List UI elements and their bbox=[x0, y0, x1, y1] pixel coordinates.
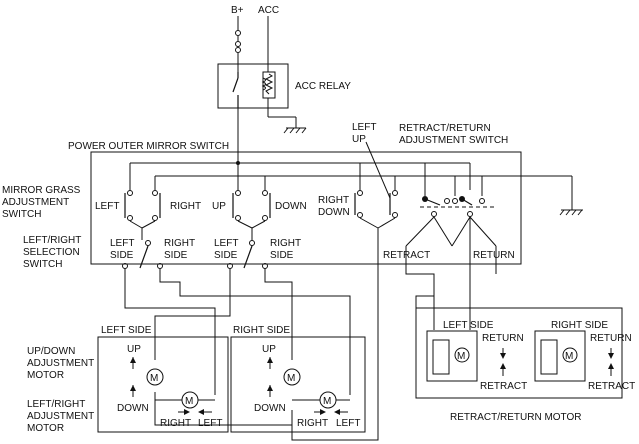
sel-b-left-1: LEFT bbox=[214, 238, 238, 249]
retract-retract-r-head bbox=[608, 363, 614, 369]
selection-label-2: SELECTION bbox=[23, 247, 80, 258]
switch-return-label: RETURN bbox=[473, 250, 515, 261]
left-right-label: RIGHT bbox=[160, 418, 191, 429]
up-down-contacts bbox=[232, 163, 271, 229]
sel-a-left-2: SIDE bbox=[110, 250, 134, 261]
retract-retract-r: RETRACT bbox=[588, 381, 635, 392]
right-left-label: LEFT bbox=[336, 418, 360, 429]
contact-right-down-1: RIGHT bbox=[318, 195, 349, 206]
left-motors-title: LEFT SIDE bbox=[101, 325, 152, 336]
right-updown-motor-m: M bbox=[287, 373, 295, 384]
retract-switch-label-1: RETRACT/RETURN bbox=[399, 123, 491, 134]
sel-b-right-1: RIGHT bbox=[270, 238, 301, 249]
retract-right-motor bbox=[562, 347, 578, 363]
left-up-label: UP bbox=[127, 344, 141, 355]
right-right-arrow-head bbox=[320, 409, 326, 415]
bplus-line bbox=[235, 16, 241, 72]
contact-down: DOWN bbox=[275, 201, 307, 212]
selection-label: LEFT/RIGHT bbox=[23, 235, 81, 246]
retract-return-r-head bbox=[608, 353, 614, 359]
retract-left-box bbox=[426, 330, 478, 382]
right-updown-motor bbox=[283, 368, 301, 386]
switch-box-frame bbox=[90, 151, 522, 265]
left-left-arrow-head bbox=[198, 409, 204, 415]
updown-motor-label-1: UP/DOWN bbox=[27, 346, 75, 357]
retract-right-body bbox=[540, 339, 558, 375]
retract-motor-title: RETRACT/RETURN MOTOR bbox=[450, 412, 581, 423]
selection-switch-b bbox=[227, 228, 268, 269]
right-up-label: UP bbox=[262, 344, 276, 355]
left-right-contacts bbox=[124, 163, 161, 229]
acc-label: ACC bbox=[258, 5, 279, 16]
retract-retract-l-head bbox=[500, 363, 506, 369]
sel-a-right-2: SIDE bbox=[164, 250, 188, 261]
retract-right-side: RIGHT SIDE bbox=[551, 320, 608, 331]
contact-up: UP bbox=[212, 201, 226, 212]
right-motors-title: RIGHT SIDE bbox=[233, 325, 290, 336]
mirror-glass-label-3: SWITCH bbox=[2, 209, 41, 220]
retract-retract-l: RETRACT bbox=[480, 381, 527, 392]
left-left-label: LEFT bbox=[198, 418, 222, 429]
motor-wiring bbox=[124, 217, 497, 441]
left-motors-box bbox=[97, 336, 229, 433]
retract-return-l: RETURN bbox=[482, 333, 524, 344]
left-updown-motor bbox=[146, 368, 164, 386]
right-down-label: DOWN bbox=[254, 403, 286, 414]
retract-left-motor bbox=[454, 347, 470, 363]
retract-motor-frame bbox=[415, 307, 623, 399]
right-up-arrow-head bbox=[267, 357, 273, 363]
right-lr-motor-m: M bbox=[323, 396, 331, 407]
right-motors-box bbox=[230, 336, 366, 433]
left-up-arrow-head bbox=[130, 357, 136, 363]
bplus-label: B+ bbox=[231, 5, 244, 16]
acc-relay bbox=[217, 63, 289, 109]
sel-b-left-2: SIDE bbox=[214, 250, 238, 261]
updown-motor-label-3: MOTOR bbox=[27, 370, 64, 381]
mirror-glass-label-2: ADJUSTMENT bbox=[2, 197, 69, 208]
left-updown-motor-m: M bbox=[150, 373, 158, 384]
switch-retract-label: RETRACT bbox=[383, 250, 430, 261]
sel-b-right-2: SIDE bbox=[270, 250, 294, 261]
updown-motor-label-2: ADJUSTMENT bbox=[27, 358, 94, 369]
retract-right-motor-m: M bbox=[565, 351, 573, 362]
retract-right-box bbox=[534, 330, 586, 382]
right-right-label: RIGHT bbox=[297, 418, 328, 429]
selection-switch-a bbox=[122, 228, 163, 269]
retract-left-body bbox=[432, 339, 450, 375]
left-lr-motor-m: M bbox=[185, 396, 193, 407]
contact-right: RIGHT bbox=[170, 201, 201, 212]
right-left-arrow-head bbox=[334, 409, 340, 415]
retract-left-side: LEFT SIDE bbox=[443, 320, 494, 331]
retract-left-motor-m: M bbox=[457, 351, 465, 362]
lr-motor-label-2: ADJUSTMENT bbox=[27, 411, 94, 422]
lr-motor-label-3: MOTOR bbox=[27, 423, 64, 434]
retract-switch bbox=[405, 163, 497, 247]
switch-ground-symbol bbox=[559, 209, 583, 216]
left-down-label: DOWN bbox=[117, 403, 149, 414]
contact-right-down-2: DOWN bbox=[318, 207, 350, 218]
right-down-arrow-head bbox=[267, 385, 273, 391]
sel-a-right-1: RIGHT bbox=[164, 238, 195, 249]
mirror-glass-label: MIRROR GRASS bbox=[2, 185, 81, 196]
relay-label: ACC RELAY bbox=[295, 81, 351, 92]
lr-motor-label-1: LEFT/RIGHT bbox=[27, 399, 85, 410]
switch-box-title: POWER OUTER MIRROR SWITCH bbox=[68, 141, 229, 152]
selection-label-3: SWITCH bbox=[23, 259, 62, 270]
contact-left-up-2: UP bbox=[352, 134, 366, 145]
left-right-arrow-head bbox=[184, 409, 190, 415]
contact-left: LEFT bbox=[95, 201, 119, 212]
relay-ground-symbol bbox=[283, 117, 307, 134]
left-down-arrow-head bbox=[130, 385, 136, 391]
diagonal-contacts bbox=[354, 141, 398, 229]
retract-return-l-head bbox=[500, 353, 506, 359]
retract-switch-label-2: ADJUSTMENT SWITCH bbox=[399, 135, 508, 146]
retract-return-r: RETURN bbox=[590, 333, 632, 344]
sel-a-left-1: LEFT bbox=[110, 238, 134, 249]
contact-left-up-1: LEFT bbox=[352, 122, 376, 133]
